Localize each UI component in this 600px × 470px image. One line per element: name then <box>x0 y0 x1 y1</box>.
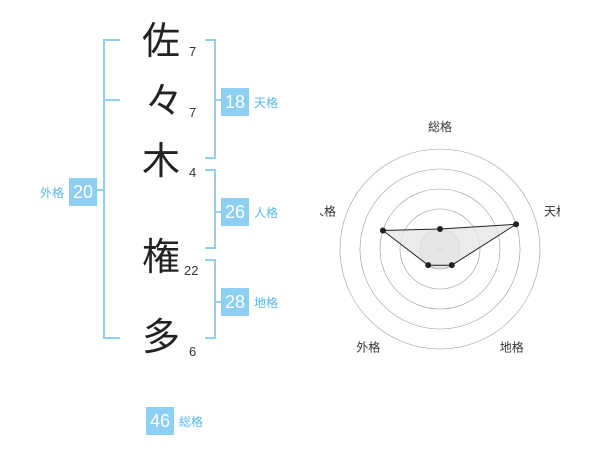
stroke-count-5: 6 <box>189 344 197 359</box>
name-char-1: 佐 <box>142 19 181 63</box>
radar-labels: 総格天格地格 外格 人格 <box>320 119 560 355</box>
tenkaku-value: 18 <box>221 88 249 116</box>
radar-axis-label: 天格 <box>544 203 560 218</box>
gaikaku-bracket <box>103 39 120 339</box>
radar-point <box>437 226 443 232</box>
radar-point <box>513 221 520 228</box>
stroke-count-1: 7 <box>189 44 197 59</box>
jinkaku-label: 人格 <box>254 205 279 220</box>
jinkaku-bracket <box>205 169 216 249</box>
chikaku-bracket <box>205 259 216 339</box>
stroke-count-3: 4 <box>189 165 197 180</box>
tenkaku-bracket <box>205 39 216 159</box>
radar-polygon <box>381 223 517 266</box>
radar-ring <box>359 168 521 330</box>
tenkaku-badge: 18 天格 <box>221 88 278 116</box>
name-char-3: 木 <box>142 139 181 183</box>
radar-chart: 総格天格地格 外格 人格 <box>320 119 560 355</box>
radar-axis-label: 外格 <box>356 340 380 355</box>
name-char-2: 々 <box>145 79 184 123</box>
radar-axis-label: 総格 <box>428 119 452 134</box>
chikaku-badge: 28 地格 <box>221 288 278 316</box>
radar-point <box>379 227 386 234</box>
stroke-count-4: 22 <box>184 263 199 278</box>
radar-axis-label: 人格 <box>320 203 336 218</box>
gaikaku-label: 外格 <box>40 185 65 200</box>
jinkaku-value: 26 <box>221 198 249 226</box>
radar-axis-label: 地格 <box>500 340 524 355</box>
soukaku-badge: 46 総格 <box>146 407 203 435</box>
radar-ring <box>339 148 541 350</box>
chikaku-value: 28 <box>221 288 249 316</box>
soukaku-label: 総格 <box>179 414 204 429</box>
radar-point <box>448 262 455 269</box>
radar-point <box>425 262 432 269</box>
gaikaku-badge: 外格 20 <box>40 178 98 206</box>
radar-ring <box>379 188 501 310</box>
name-char-5: 多 <box>142 315 181 359</box>
radar-ring <box>399 208 481 290</box>
stroke-count-2: 7 <box>189 105 197 120</box>
tenkaku-label: 天格 <box>254 95 279 110</box>
radar-points <box>379 221 520 269</box>
name-char-4: 権 <box>142 235 181 279</box>
gaikaku-value: 20 <box>69 178 98 206</box>
jinkaku-badge: 26 人格 <box>221 198 278 226</box>
chikaku-label: 地格 <box>254 295 279 310</box>
soukaku-value: 46 <box>146 407 174 435</box>
